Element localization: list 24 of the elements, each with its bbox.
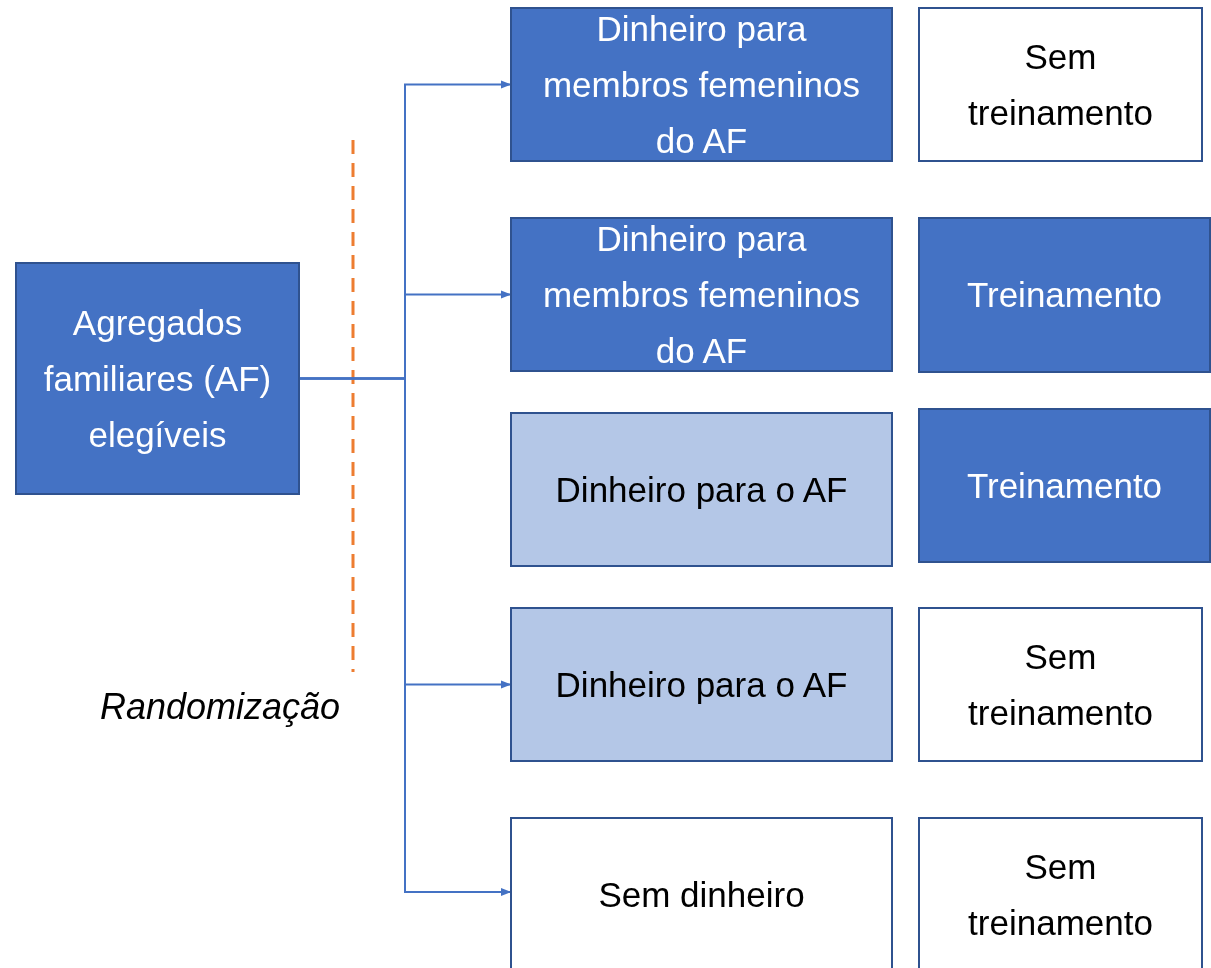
process-box [918,7,1203,162]
process-box [510,412,893,567]
box-text: Sem treinamento [967,845,1154,944]
randomization-label: Randomização [100,686,341,728]
box-text: Treinamento [966,274,1163,316]
box-text: Sem treinamento [967,35,1154,134]
process-box [15,262,300,495]
box-text: Dinheiro para membros femeninos do AF [541,7,862,162]
box-text: Sem treinamento [967,635,1154,734]
process-box [510,7,893,162]
process-box [510,217,893,372]
process-box [918,607,1203,762]
box-text: Sem dinheiro [598,873,805,916]
process-box [510,607,893,762]
process-box [918,817,1203,968]
box-text: Treinamento [966,464,1163,507]
process-box [918,408,1211,563]
arrow [299,377,511,896]
process-box [510,817,893,968]
process-box [918,217,1211,373]
box-text: Dinheiro para membros femeninos do AF [541,217,862,372]
box-text: Dinheiro para o AF [555,663,848,706]
box-text: Dinheiro para o AF [555,468,848,511]
box-text: Agregados familiares (AF) elegíveis [42,301,273,456]
